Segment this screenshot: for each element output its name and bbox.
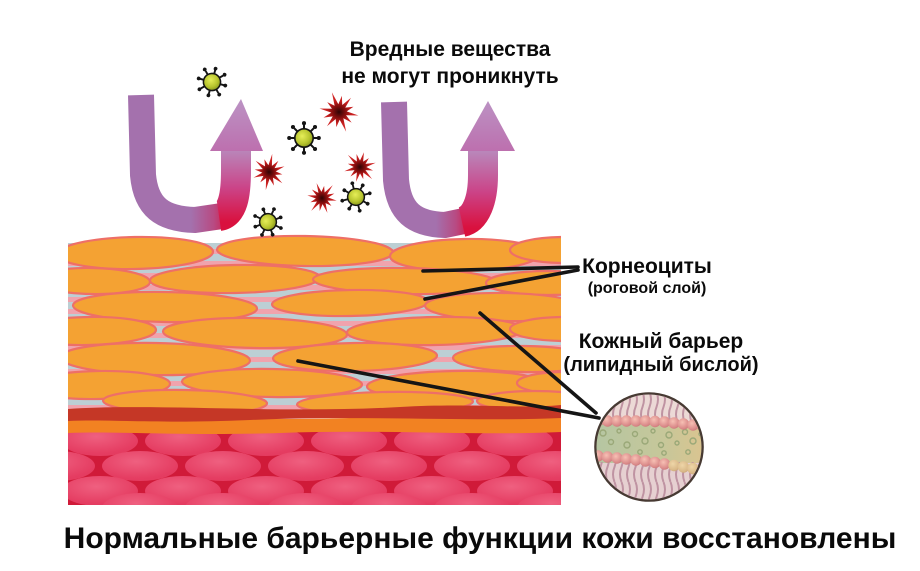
leader-line-corneocytes-2 bbox=[423, 268, 580, 301]
toxin-burst-icon bbox=[340, 148, 380, 186]
repel-arrow-left bbox=[128, 94, 263, 234]
label-corneocytes-title: Корнеоциты bbox=[582, 255, 712, 278]
arrowhead-right bbox=[460, 101, 515, 151]
label-skin-barrier-title: Кожный барьер bbox=[578, 330, 744, 353]
label-corneocytes-sub: (роговой слой) bbox=[587, 280, 707, 297]
arrowhead-left bbox=[210, 99, 263, 151]
top-caption-line2: не могут проникнуть bbox=[341, 65, 559, 88]
top-caption-line1: Вредные вещества bbox=[349, 38, 551, 61]
leader-line-barrier-1 bbox=[478, 311, 598, 415]
label-skin-barrier-sub: (липидный бислой) bbox=[563, 354, 759, 376]
leader-line-corneocytes-1 bbox=[421, 265, 580, 273]
virus-particle-icon bbox=[334, 175, 378, 219]
toxin-burst-icon bbox=[302, 178, 342, 218]
dermis-cells bbox=[68, 427, 561, 505]
label-skin-barrier: Кожный барьер (липидный бислой) bbox=[561, 330, 761, 377]
repel-arrow-right bbox=[381, 101, 515, 239]
basement-membrane-bands bbox=[68, 405, 561, 434]
virus-particle-icon bbox=[286, 120, 322, 156]
stratum-corneum-layer bbox=[68, 234, 561, 412]
toxin-burst-icon bbox=[316, 90, 362, 134]
leader-line-barrier-2 bbox=[296, 359, 601, 420]
dermis-layer bbox=[68, 426, 561, 505]
label-corneocytes: Корнеоциты (роговой слой) bbox=[557, 255, 737, 298]
corneocyte-cells bbox=[68, 234, 561, 412]
top-caption: Вредные вещества не могут проникнуть bbox=[270, 36, 630, 90]
toxin-burst-icon bbox=[245, 148, 293, 196]
lipid-bilayer-inset bbox=[594, 392, 704, 502]
figure-title: Нормальные барьерные функции кожи восста… bbox=[63, 522, 897, 555]
virus-particle-icon bbox=[191, 61, 233, 103]
